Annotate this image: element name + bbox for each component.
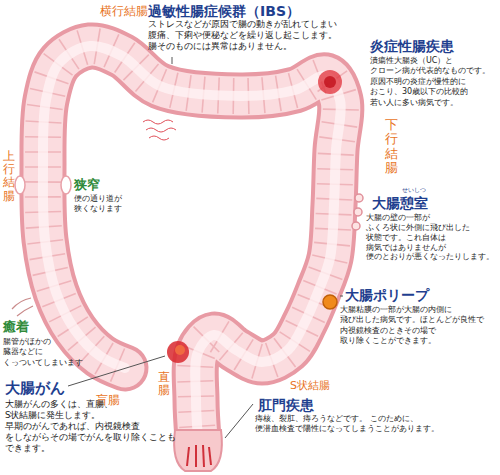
disease-description: 大腸粘膜の一部が大腸の内側に 飛び出した病気です。ほとんどが良性で 内視鏡検査の… xyxy=(340,305,487,347)
hemorrhoid-streak xyxy=(203,445,204,467)
part-name: 横行結腸 xyxy=(100,4,148,20)
label-anchor: 便の通り道が 狭くなります xyxy=(74,194,127,215)
colon-highlight xyxy=(43,46,341,438)
label-anchor: 下行結腸 xyxy=(385,118,398,175)
label-anchor: 大腸がん xyxy=(5,379,65,399)
label-anchor: 肛門疾患 xyxy=(258,396,314,414)
disease-description: 便の通り道が 狭くなります xyxy=(74,194,127,215)
disease-heading: 炎症性腸疾患 xyxy=(370,37,454,55)
furigana: せいしつ xyxy=(402,186,426,194)
label-anchor: 過敏性腸症候群（IBS） xyxy=(148,2,300,20)
label-anchor: せいしつ xyxy=(402,186,426,194)
disease-heading: 狭窄 xyxy=(74,177,100,194)
diverticulum-mark xyxy=(352,222,360,230)
part-name: 下行結腸 xyxy=(385,118,398,175)
disease-heading: 過敏性腸症候群（IBS） xyxy=(148,2,300,20)
label-anchor: 横行結腸 xyxy=(100,4,148,20)
cramp-mark xyxy=(143,120,176,140)
disease-heading: 大腸がん xyxy=(5,379,65,399)
disease-heading: 大腸ポリープ xyxy=(345,286,429,304)
label-anchor: 潰瘍性大腸炎（UC）と クローン病が代表的なものです。 原因不明の炎症が慢性的に… xyxy=(370,56,495,108)
label-anchor: 癒着 xyxy=(3,319,29,336)
disease-description: 痔核、裂肛、痔ろうなどです。 このために、便潜血検査で陽性になってしまうことがあ… xyxy=(255,414,490,435)
colon-wall xyxy=(43,46,341,438)
label-anchor: 大腸の壁の一部が ふくろ状に外側に飛び出した 状態です。これ自体は 病気ではあり… xyxy=(366,213,491,262)
label-anchor: 大腸ポリープ xyxy=(345,286,429,304)
hemorrhoid-streak xyxy=(209,447,211,465)
hemorrhoid-streak xyxy=(195,445,197,467)
disease-description: 潰瘍性大腸炎（UC）と クローン病が代表的なものです。 原因不明の炎症が慢性的に… xyxy=(370,56,495,108)
inflammation-spot xyxy=(318,70,342,94)
leader-line xyxy=(340,296,343,297)
disease-description: 腸管がほかの 臓器などに くっついてしまいます xyxy=(3,337,86,368)
disease-description: 大腸がんの多くは、直腸、 S状結腸に発生します。 早期のがんであれば、内視鏡検査… xyxy=(5,399,170,454)
part-name: 上行結腸 xyxy=(3,150,15,203)
label-anchor: 狭窄 xyxy=(74,177,100,194)
label-anchor: 直腸 xyxy=(158,371,170,397)
polyp-mark xyxy=(323,295,337,309)
disease-description: 大腸の壁の一部が ふくろ状に外側に飛び出した 状態です。これ自体は 病気ではあり… xyxy=(366,213,491,262)
diverticulum-mark xyxy=(354,208,362,216)
stenosis-mark xyxy=(15,176,25,194)
label-anchor: 大腸がんの多くは、直腸、 S状結腸に発生します。 早期のがんであれば、内視鏡検査… xyxy=(5,399,170,454)
disease-heading: 肛門疾患 xyxy=(258,396,314,414)
label-anchor: 腸管がほかの 臓器などに くっついてしまいます xyxy=(3,337,86,368)
leader-line xyxy=(225,404,253,438)
leader-lines xyxy=(68,57,343,438)
stenosis-mark xyxy=(61,176,71,194)
disease-description: ストレスなどが原因で腸の動きが乱れてしまい 腹痛、下痢や便秘などを繰り返し起こし… xyxy=(148,19,342,51)
colon-lumen xyxy=(43,46,341,438)
adhesion-mark xyxy=(12,298,33,316)
label-anchor: 痔核、裂肛、痔ろうなどです。 このために、便潜血検査で陽性になってしまうことがあ… xyxy=(255,414,490,435)
diverticulum-mark xyxy=(355,194,363,202)
label-anchor: 大腸粘膜の一部が大腸の内側に 飛び出した病気です。ほとんどが良性で 内視鏡検査の… xyxy=(340,305,487,347)
label-anchor: ストレスなどが原因で腸の動きが乱れてしまい 腹痛、下痢や便秘などを繰り返し起こし… xyxy=(148,19,342,51)
hemorrhoid-streak xyxy=(187,447,189,466)
part-name: S状結腸 xyxy=(290,379,330,393)
disease-heading: 大腸憩室 xyxy=(372,194,428,212)
anus-shape xyxy=(174,430,222,471)
disease-heading: 癒着 xyxy=(3,319,29,336)
colon-body xyxy=(25,29,359,438)
label-anchor: S状結腸 xyxy=(290,379,330,393)
cancer-mark xyxy=(167,341,189,363)
label-anchor: 上行結腸 xyxy=(3,150,15,203)
inflammation-spot xyxy=(324,76,336,88)
part-name: 直腸 xyxy=(158,371,170,397)
leader-line xyxy=(172,57,173,64)
label-anchor: 大腸憩室 xyxy=(372,194,428,212)
label-anchor: 炎症性腸疾患 xyxy=(370,37,454,55)
cancer-mark xyxy=(175,345,185,355)
